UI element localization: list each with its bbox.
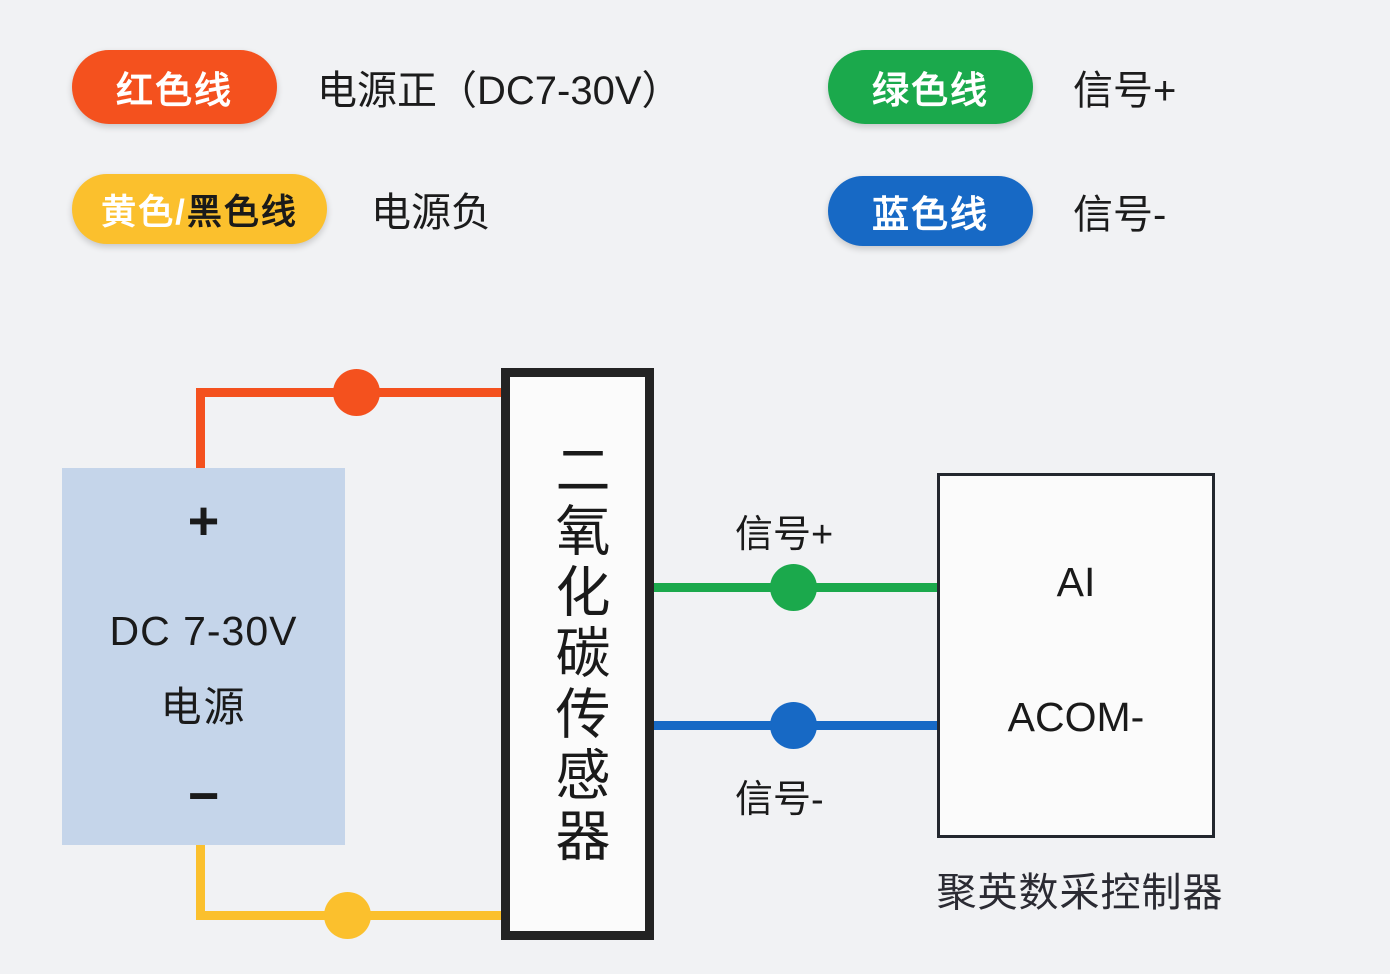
wire-node-yellow [324,892,371,939]
legend-item-red-wire: 红色线 电源正（DC7-30V） [72,50,682,124]
power-negative-terminal-label: − [187,766,220,826]
legend-badge-blue-wire: 蓝色线 [828,176,1033,246]
legend-item-green-wire: 绿色线 信号+ [828,50,1176,124]
wire-node-green [770,564,817,611]
co2-sensor-box: 二氧化碳传感器 [501,368,654,940]
controller-terminal-acom: ACOM- [1007,694,1145,740]
power-supply-label: DC 7-30V 电源 [62,608,345,733]
legend-badge-red-wire: 红色线 [72,50,277,124]
legend-badge-label-prefix: 黄色/ [101,192,187,232]
legend-badge-label-suffix: 黑色线 [186,192,298,232]
legend-badge-green-wire: 绿色线 [828,50,1033,124]
legend-description-green-wire: 信号+ [1073,69,1177,113]
wire-yellow-vertical [196,840,205,920]
legend-badge-label: 绿色线 [872,70,989,111]
legend-badge-yellow-black-wire: 黄色/黑色线 [72,174,327,244]
legend-item-yellow-black-wire: 黄色/黑色线 电源负 [72,174,491,244]
legend-badge-label: 红色线 [116,70,233,111]
legend-item-blue-wire: 蓝色线 信号- [828,176,1166,246]
power-voltage-label: DC 7-30V [109,608,298,654]
wire-label-signal-plus: 信号+ [735,514,834,556]
data-acquisition-controller-box: AI ACOM- [937,473,1215,838]
wire-label-signal-minus: 信号- [735,779,824,821]
wire-node-blue [770,702,817,749]
controller-terminal-ai: AI [1056,559,1096,605]
power-source-label: 电源 [160,684,247,730]
wire-red-vertical [196,388,205,474]
legend-badge-label: 蓝色线 [872,194,989,235]
power-supply-box: + DC 7-30V 电源 − [62,468,345,845]
legend-description-blue-wire: 信号- [1073,193,1167,237]
co2-sensor-label: 二氧化碳传感器 [547,440,609,868]
wire-node-red [333,369,380,416]
legend-description-yellow-black-wire: 电源负 [371,191,491,235]
controller-caption: 聚英数采控制器 [936,871,1224,915]
power-positive-terminal-label: + [187,491,220,551]
legend-description-red-wire: 电源正（DC7-30V） [317,69,682,113]
